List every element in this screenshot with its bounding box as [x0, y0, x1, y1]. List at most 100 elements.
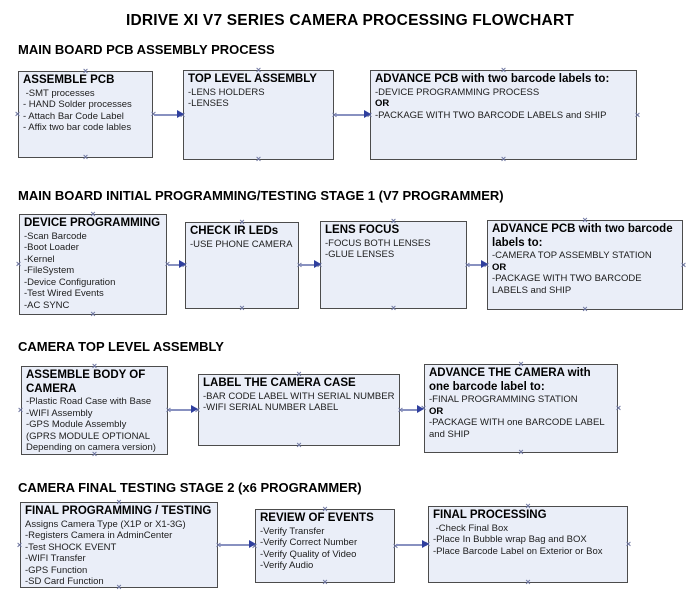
section-header-pcb-assembly: MAIN BOARD PCB ASSEMBLY PROCESS [18, 42, 275, 57]
box-item: OR [375, 98, 390, 109]
box-item: -FileSystem [24, 265, 75, 276]
connector-arrow [468, 260, 488, 269]
connection-point-icon: × [255, 154, 262, 164]
connector-line [468, 264, 484, 266]
box-item: -Verify Correct Number [260, 537, 358, 548]
connector-line [154, 114, 180, 116]
connector-arrow [169, 405, 198, 414]
connector-line [335, 114, 367, 116]
box-item: -PACKAGE WITH TWO BARCODE LABELS and SHI… [492, 273, 645, 296]
flow-box-top-level-assembly: TOP LEVEL ASSEMBLY -LENS HOLDERS -LENSES… [180, 66, 337, 164]
connection-point-icon: × [582, 304, 588, 314]
connection-point-icon: × [17, 405, 24, 415]
connection-point-icon: × [82, 152, 89, 162]
box-item: -PACKAGE WITH TWO BARCODE LABELS and SHI… [375, 109, 607, 121]
flow-box-review-of-events: REVIEW OF EVENTS -Verify Transfer -Verif… [252, 505, 398, 587]
connector-line [396, 544, 425, 546]
box-item: -Check Final Box [433, 522, 508, 534]
connection-point-icon: × [390, 303, 397, 313]
box-item: OR [429, 405, 444, 417]
box-item: -Verify Audio [260, 560, 314, 571]
box-item: -LENS HOLDERS [188, 86, 265, 98]
box-item: -WIFI Transfer [25, 553, 86, 564]
connector-line [401, 409, 420, 411]
box-item: -LENSES [188, 98, 229, 109]
connection-point-icon: × [625, 539, 632, 549]
box-item: -SMT processes [23, 87, 95, 99]
connection-point-icon: × [525, 577, 531, 587]
box-title: REVIEW OF EVENTS [260, 512, 374, 524]
section-header-camera-top-assembly: CAMERA TOP LEVEL ASSEMBLY [18, 339, 224, 354]
box-item: Assigns Camera Type (X1P or X1-3G) [25, 518, 186, 530]
box-title: ASSEMBLE PCB [23, 74, 115, 86]
connector-arrow [154, 110, 184, 119]
box-title: TOP LEVEL ASSEMBLY [188, 73, 317, 85]
box-title: ASSEMBLE BODY OF CAMERA [26, 369, 149, 395]
connection-point-icon: × [634, 109, 641, 120]
arrowhead-icon [179, 260, 186, 268]
box-item: OR [492, 261, 507, 273]
box-title: LENS FOCUS [325, 224, 400, 236]
arrowhead-icon [249, 540, 256, 548]
box-item: -FINAL PROGRAMMING STATION [429, 394, 578, 405]
box-item: -Verify Quality of Video [260, 548, 357, 560]
connector-arrow [300, 260, 321, 269]
connector-line [168, 264, 182, 266]
connection-point-icon: × [15, 259, 22, 269]
flow-box-advance-camera: ADVANCE THE CAMERA with one barcode labe… [421, 360, 621, 457]
box-item: -Plastic Road Case with Base [26, 396, 152, 407]
connector-line [300, 264, 317, 266]
connector-line [169, 409, 194, 411]
flow-box-lens-focus: LENS FOCUS -FOCUS BOTH LENSES -GLUE LENS… [317, 217, 470, 313]
flow-box-final-processing: FINAL PROCESSING -Check Final Box -Place… [425, 502, 631, 587]
box-item: - Affix two bar code lables [23, 122, 132, 133]
connection-point-icon: × [615, 403, 622, 413]
box-title: DEVICE PROGRAMMING [24, 217, 161, 229]
arrowhead-icon [314, 260, 321, 268]
box-item: - HAND Solder processes [23, 99, 132, 110]
box-item: -GLUE LENSES [325, 249, 395, 260]
connection-point-icon: × [680, 259, 687, 270]
flow-box-check-ir-leds: CHECK IR LEDs -USE PHONE CAMERA × × × × [182, 218, 302, 313]
box-item: -GPS Module Assembly [26, 419, 127, 430]
connector-arrow [168, 260, 186, 269]
connector-arrow [335, 110, 371, 119]
box-item: -FOCUS BOTH LENSES [325, 237, 431, 249]
connection-point-icon: × [296, 440, 302, 450]
box-title: ADVANCE THE CAMERA with one barcode labe… [429, 367, 594, 393]
box-item: -Place Barcode Label on Exterior or Box [433, 545, 603, 557]
box-item: -Test Wired Events [24, 288, 104, 299]
arrowhead-icon [191, 405, 198, 413]
box-item: -Place In Bubble wrap Bag and BOX [433, 534, 587, 545]
section-header-final-testing: CAMERA FINAL TESTING STAGE 2 (x6 PROGRAM… [18, 480, 362, 495]
box-item: -WIFI SERIAL NUMBER LABEL [203, 402, 339, 413]
box-item: - Attach Bar Code Label [23, 110, 124, 122]
flow-box-assemble-pcb: ASSEMBLE PCB -SMT processes - HAND Solde… [15, 67, 156, 162]
box-item: -USE PHONE CAMERA [190, 238, 293, 250]
box-item: -Boot Loader [24, 242, 79, 253]
box-item: -GPS Function [25, 564, 88, 576]
box-item: -WIFI Assembly [26, 407, 93, 419]
flow-box-advance-pcb-2: ADVANCE PCB with two barcode labels to: … [484, 216, 686, 314]
arrowhead-icon [364, 110, 371, 118]
box-item: -Test SHOCK EVENT [25, 541, 117, 553]
connector-arrow [401, 405, 424, 414]
connector-arrow [396, 540, 429, 549]
box-item: -SD Card Function [25, 576, 104, 587]
section-header-initial-programming: MAIN BOARD INITIAL PROGRAMMING/TESTING S… [18, 188, 504, 203]
flow-box-device-programming: DEVICE PROGRAMMING -Scan Barcode -Boot L… [16, 210, 170, 319]
arrowhead-icon [481, 260, 488, 268]
connector-line [219, 544, 252, 546]
connection-point-icon: × [14, 109, 21, 119]
connection-point-icon: × [16, 539, 23, 550]
connection-point-icon: × [500, 154, 507, 164]
box-title: FINAL PROGRAMMING / TESTING [25, 505, 212, 517]
box-item: -AC SYNC [24, 299, 70, 311]
flowchart-title: IDRIVE XI V7 SERIES CAMERA PROCESSING FL… [125, 12, 575, 29]
flow-box-final-programming-testing: FINAL PROGRAMMING / TESTING Assigns Came… [17, 498, 221, 592]
box-item: -CAMERA TOP ASSEMBLY STATION [492, 250, 652, 261]
box-title: CHECK IR LEDs [190, 225, 279, 237]
arrowhead-icon [422, 540, 429, 548]
box-item: -BAR CODE LABEL WITH SERIAL NUMBER [203, 390, 395, 402]
